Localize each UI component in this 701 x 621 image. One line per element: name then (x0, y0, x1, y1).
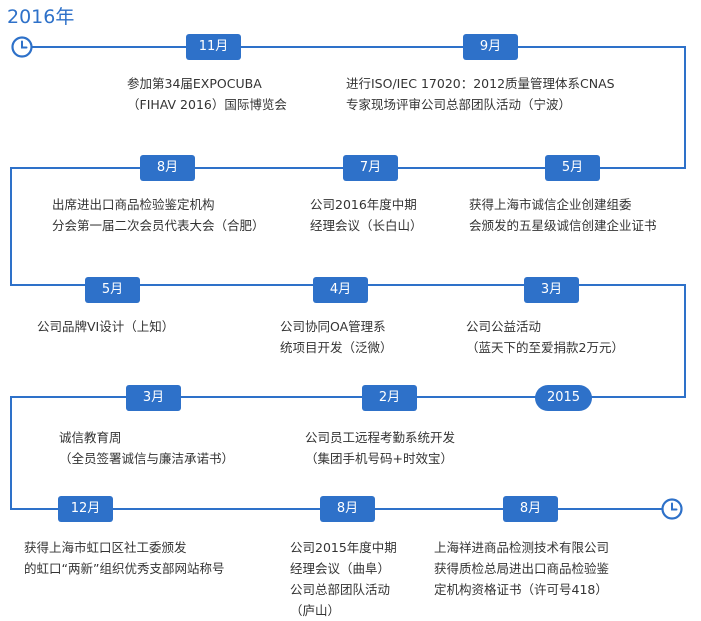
timeline-badge-integrity-03: 3月 (126, 385, 181, 411)
event-line: 公司品牌VI设计（上知） (37, 319, 175, 334)
event-line: 分会第一届二次会员代表大会（合肥） (52, 218, 265, 233)
event-description-2016-11: 参加第34届EXPOCUBA （FIHAV 2016）国际博览会 (127, 73, 287, 115)
timeline-badge-2016-07: 7月 (343, 155, 398, 181)
event-line: 公司公益活动 (466, 319, 542, 334)
clock-icon (11, 36, 33, 58)
timeline-badge-2016-03: 3月 (524, 277, 579, 303)
timeline-badge-2016-05: 5月 (545, 155, 600, 181)
event-line: （集团手机号码+时效宝） (305, 451, 453, 466)
event-line: 的虹口“两新”组织优秀支部网站称号 (24, 561, 225, 576)
event-line: 公司2015年度中期 (290, 540, 397, 555)
event-description-2016-04: 公司协同OA管理系 统项目开发（泛微） (280, 316, 393, 358)
event-description-2016-02: 公司员工远程考勤系统开发 （集团手机号码+时效宝） (305, 427, 455, 469)
event-line: 上海祥进商品检测技术有限公司 (434, 540, 610, 555)
event-description-2016-03: 公司公益活动 （蓝天下的至爱捐款2万元） (466, 316, 624, 358)
event-description-2016-09: 进行ISO/IEC 17020：2012质量管理体系CNAS 专家现场评审公司总… (346, 73, 615, 115)
event-line: 进行ISO/IEC 17020：2012质量管理体系CNAS (346, 76, 615, 91)
event-line: 参加第34届EXPOCUBA (127, 76, 262, 91)
event-line: 诚信教育周 (59, 430, 122, 445)
event-line: 公司协同OA管理系 (280, 319, 386, 334)
event-line: 定机构资格证书（许可号418） (434, 582, 608, 597)
event-description-2015-12: 获得上海市虹口区社工委颁发 的虹口“两新”组织优秀支部网站称号 (24, 537, 224, 579)
event-line: 获得质检总局进出口商品检验鉴 (434, 561, 610, 576)
event-line: 经理会议（曲阜） (290, 561, 391, 576)
timeline-badge-2016-09: 9月 (463, 34, 518, 60)
timeline-badge-2016-04: 4月 (313, 277, 368, 303)
event-line: 专家现场评审公司总部团队活动（宁波） (346, 97, 572, 112)
event-line: 公司总部团队活动 (290, 582, 391, 597)
event-line: 出席进出口商品检验鉴定机构 (52, 197, 215, 212)
event-line: （蓝天下的至爱捐款2万元） (466, 340, 624, 355)
event-description-2016-05: 获得上海市诚信企业创建组委 会颁发的五星级诚信创建企业证书 (469, 194, 657, 236)
event-line: （庐山） (290, 603, 341, 618)
clock-icon (661, 498, 683, 520)
timeline-badge-2015-12: 12月 (58, 496, 113, 522)
event-line: 会颁发的五星级诚信创建企业证书 (469, 218, 657, 233)
event-line: 公司2016年度中期 (310, 197, 417, 212)
event-line: 获得上海市虹口区社工委颁发 (24, 540, 187, 555)
timeline-badge-2015-08-meeting: 8月 (320, 496, 375, 522)
timeline-badge-2016-08: 8月 (140, 155, 195, 181)
event-description-2016-08: 出席进出口商品检验鉴定机构 分会第一届二次会员代表大会（合肥） (52, 194, 265, 236)
timeline-badge-2015-08-license: 8月 (503, 496, 558, 522)
event-line: （FIHAV 2016）国际博览会 (127, 97, 287, 112)
event-line: 公司员工远程考勤系统开发 (305, 430, 456, 445)
event-line: （全员签署诚信与廉洁承诺书） (59, 451, 235, 466)
event-description-integrity-03: 诚信教育周 （全员签署诚信与廉洁承诺书） (59, 427, 234, 469)
event-description-2015-08-license: 上海祥进商品检测技术有限公司 获得质检总局进出口商品检验鉴 定机构资格证书（许可… (434, 537, 609, 600)
event-line: 经理会议（长白山） (310, 218, 423, 233)
event-description-brand-05: 公司品牌VI设计（上知） (37, 316, 174, 337)
event-line: 获得上海市诚信企业创建组委 (469, 197, 632, 212)
timeline-badge-2016-11: 11月 (186, 34, 241, 60)
event-description-2016-07: 公司2016年度中期 经理会议（长白山） (310, 194, 423, 236)
timeline-badge-2016-02: 2月 (362, 385, 417, 411)
timeline-badge-brand-05: 5月 (85, 277, 140, 303)
event-description-2015-08-meeting: 公司2015年度中期 经理会议（曲阜） 公司总部团队活动 （庐山） (290, 537, 397, 621)
year-marker-2015: 2015 (535, 385, 592, 411)
event-line: 统项目开发（泛微） (280, 340, 393, 355)
year-title: 2016年 (7, 6, 75, 28)
